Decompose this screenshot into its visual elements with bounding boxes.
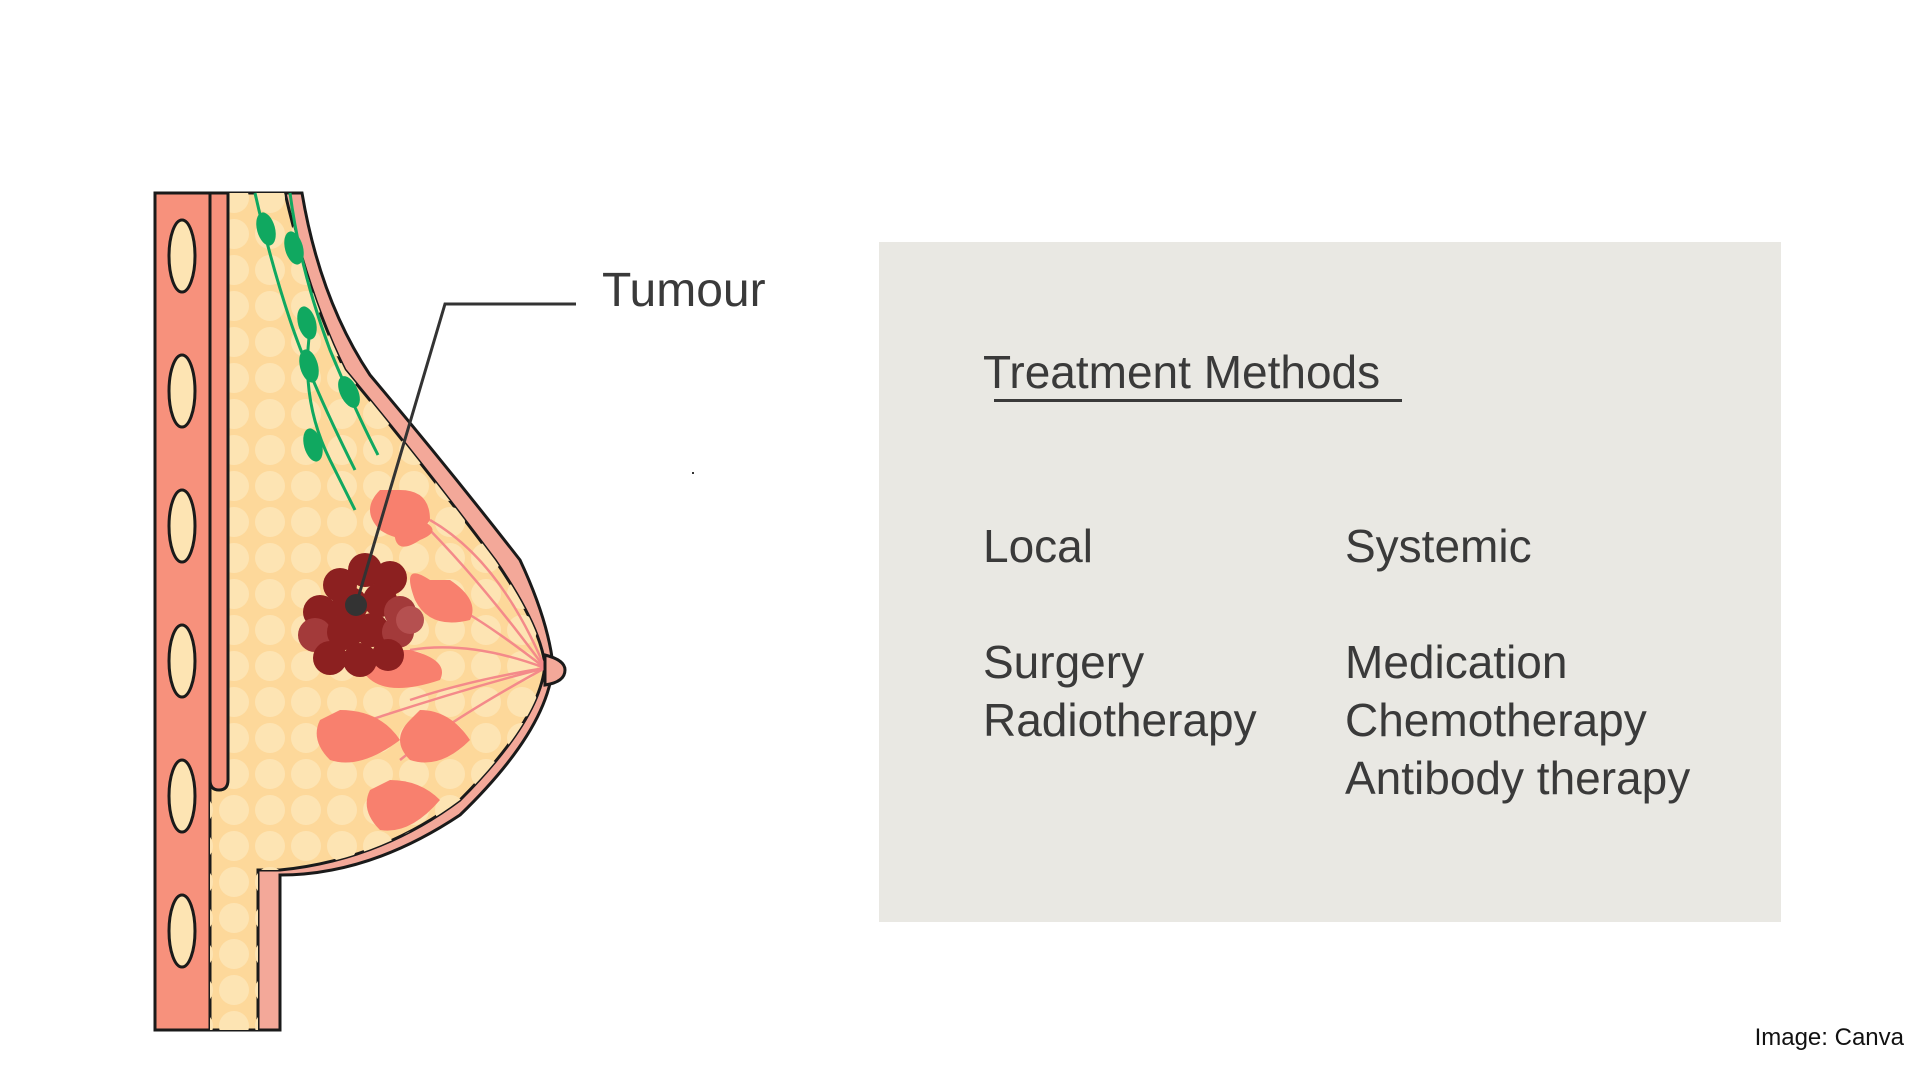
panel-title: Treatment Methods (983, 347, 1380, 398)
title-underline (994, 399, 1402, 402)
local-item: Surgery (983, 633, 1257, 691)
local-heading: Local (983, 517, 1257, 575)
tumour-label: Tumour (602, 267, 766, 315)
systemic-column: Systemic Medication Chemotherapy Antibod… (1345, 517, 1690, 807)
local-item: Radiotherapy (983, 691, 1257, 749)
local-column: Local Surgery Radiotherapy (983, 517, 1257, 749)
nipple (545, 655, 565, 685)
systemic-item: Chemotherapy (1345, 691, 1690, 749)
pectoral-muscle (210, 193, 228, 790)
systemic-item: Antibody therapy (1345, 749, 1690, 807)
systemic-item: Medication (1345, 633, 1690, 691)
systemic-heading: Systemic (1345, 517, 1690, 575)
stray-dot (692, 472, 694, 474)
treatment-panel: Treatment Methods Local Surgery Radiothe… (879, 242, 1781, 922)
image-credit: Image: Canva (1755, 1024, 1904, 1052)
